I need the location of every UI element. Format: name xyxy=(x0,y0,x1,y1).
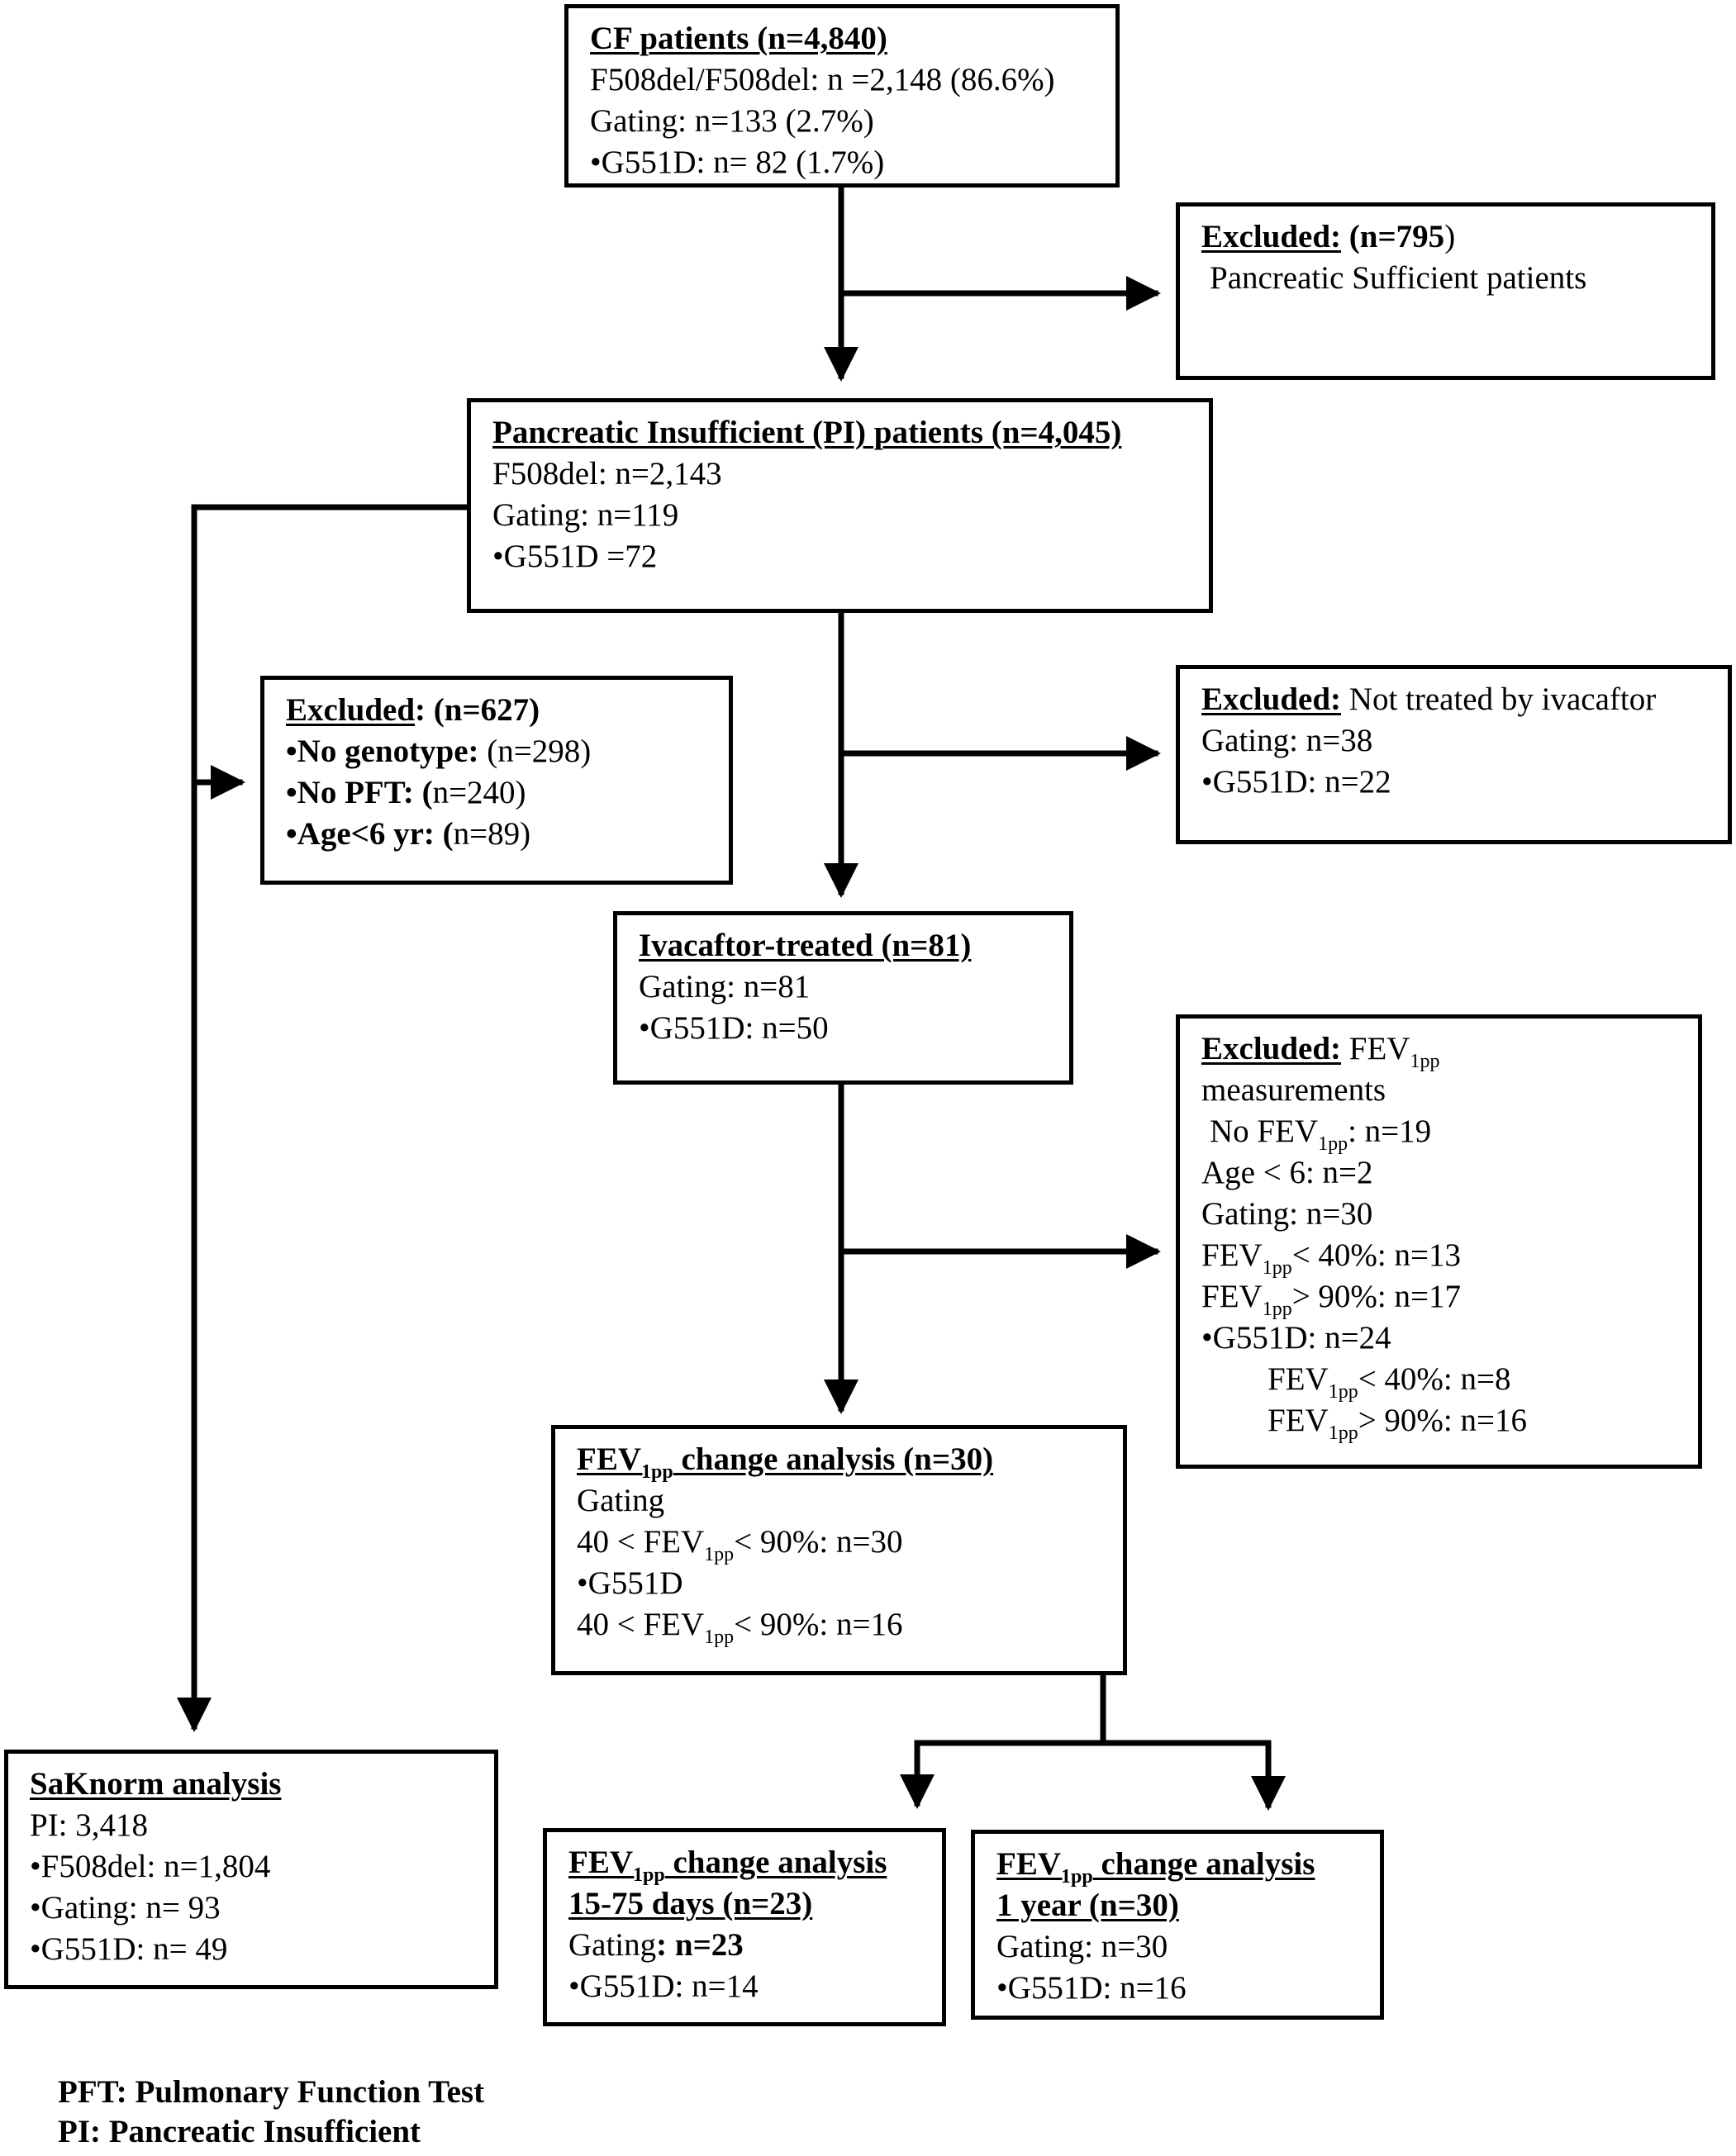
excluded-not-treated-g551d: •G551D: n=22 xyxy=(1201,764,1391,800)
no-fev-value: : n=19 xyxy=(1348,1114,1432,1149)
cf-patients-title: CF patients (n=4,840) xyxy=(590,21,887,56)
fev-change-title-rest: change analysis (n=30) xyxy=(673,1441,994,1477)
excluded-fev-sub: 1pp xyxy=(1410,1051,1440,1072)
footer-pi: PI: Pancreatic Insufficient xyxy=(58,2114,421,2149)
arrow-pi-to-saknorm xyxy=(177,504,468,1732)
fev-change-gating: Gating xyxy=(577,1483,665,1518)
fev-15-75-title-fev: FEV xyxy=(568,1845,633,1880)
fev-15-75-title-period: 15-75 days (n=23) xyxy=(568,1886,813,1921)
excluded-fev-gating: Gating: n=30 xyxy=(1201,1196,1373,1232)
excluded-795-paren: ) xyxy=(1444,219,1456,254)
fev-change-gating-range: 40 < FEV xyxy=(577,1524,705,1560)
fev-gt90-value: > 90%: n=17 xyxy=(1291,1279,1461,1314)
fev-change-g551d: •G551D xyxy=(577,1565,683,1601)
g551d-fev-gt90-sub: 1pp xyxy=(1328,1422,1358,1444)
excluded-fev-box: Excluded: FEV1pp measurements No FEV1pp:… xyxy=(1176,1014,1702,1469)
cf-patients-box: CF patients (n=4,840) F508del/F508del: n… xyxy=(564,4,1120,188)
g551d-fev-gt90-label: FEV xyxy=(1268,1403,1329,1438)
fev-15-75-gating-value: : n=23 xyxy=(656,1927,744,1963)
fev-1-year-gating: Gating: n=30 xyxy=(996,1929,1168,1964)
saknorm-f508del: •F508del: n=1,804 xyxy=(30,1849,271,1884)
fev-change-g551d-value: < 90%: n=16 xyxy=(734,1607,903,1642)
excluded-795-reason: Pancreatic Sufficient patients xyxy=(1210,260,1587,296)
no-fev-label: No FEV xyxy=(1210,1114,1319,1149)
fev-1-year-g551d: •G551D: n=16 xyxy=(996,1970,1187,2006)
no-genotype-value: (n=298) xyxy=(478,734,592,769)
cf-g551d: •G551D: n= 82 (1.7%) xyxy=(590,145,885,180)
pi-f508del: F508del: n=2,143 xyxy=(492,456,722,492)
fev-1-year-title-period: 1 year (n=30) xyxy=(996,1888,1179,1923)
no-genotype-label: •No genotype: xyxy=(286,734,479,769)
ivacaftor-gating: Gating: n=81 xyxy=(639,969,811,1004)
age-value: n=89) xyxy=(453,816,531,852)
pi-patients-box: Pancreatic Insufficient (PI) patients (n… xyxy=(467,398,1213,613)
fev-1-year-title-rest: change analysis xyxy=(1092,1846,1315,1882)
fev-15-75-title-sub: 1pp xyxy=(633,1864,665,1886)
excluded-fev-age: Age < 6: n=2 xyxy=(1201,1155,1373,1190)
excluded-fev-title: Excluded: xyxy=(1201,1031,1342,1066)
no-pft-value: n=240) xyxy=(432,775,526,810)
fev-change-g551d-range: 40 < FEV xyxy=(577,1607,705,1642)
excluded-fev-measurements: measurements xyxy=(1201,1072,1386,1108)
fev-15-75-g551d: •G551D: n=14 xyxy=(568,1968,759,2004)
pi-patients-title: Pancreatic Insufficient (PI) patients (n… xyxy=(492,415,1122,450)
fev-1-year-title-fev: FEV xyxy=(996,1846,1061,1882)
saknorm-pi: PI: 3,418 xyxy=(30,1807,149,1843)
saknorm-gating: •Gating: n= 93 xyxy=(30,1890,221,1926)
pi-g551d: •G551D =72 xyxy=(492,539,658,574)
pi-gating: Gating: n=119 xyxy=(492,497,679,533)
footer-pft: PFT: Pulmonary Function Test xyxy=(58,2074,485,2110)
excluded-not-treated-box: Excluded: Not treated by ivacaftor Gatin… xyxy=(1176,665,1732,844)
fev-lt40-label: FEV xyxy=(1201,1237,1263,1273)
excluded-627-count: : (n=627) xyxy=(415,692,540,728)
excluded-not-treated-title: Excluded: xyxy=(1201,681,1342,717)
fev-15-75-gating-label: Gating xyxy=(568,1927,657,1963)
saknorm-title: SaKnorm analysis xyxy=(30,1766,282,1802)
age-label: •Age<6 yr: ( xyxy=(286,816,454,852)
fev-gt90-label: FEV xyxy=(1201,1279,1263,1314)
fev-change-title-sub: 1pp xyxy=(641,1461,673,1483)
fev-lt40-sub: 1pp xyxy=(1262,1257,1292,1279)
g551d-fev-lt40-label: FEV xyxy=(1268,1361,1329,1397)
g551d-fev-lt40-sub: 1pp xyxy=(1328,1381,1358,1403)
excluded-not-treated-gating: Gating: n=38 xyxy=(1201,723,1373,758)
cf-gating: Gating: n=133 (2.7%) xyxy=(590,103,874,139)
excluded-795-title: Excluded: xyxy=(1201,219,1342,254)
excluded-fev-label: FEV xyxy=(1341,1031,1410,1066)
excluded-not-treated-reason: Not treated by ivacaftor xyxy=(1341,681,1657,717)
fev-lt40-value: < 40%: n=13 xyxy=(1291,1237,1461,1273)
fev-change-title-fev: FEV xyxy=(577,1441,641,1477)
g551d-fev-gt90-value: > 90%: n=16 xyxy=(1358,1403,1527,1438)
saknorm-g551d: •G551D: n= 49 xyxy=(30,1931,228,1967)
no-pft-label: •No PFT: ( xyxy=(286,775,433,810)
fev-gt90-sub: 1pp xyxy=(1262,1299,1292,1320)
ivacaftor-treated-title: Ivacaftor-treated (n=81) xyxy=(639,928,972,963)
fev-15-75-title-rest: change analysis xyxy=(664,1845,887,1880)
cf-f508del: F508del/F508del: n =2,148 (86.6%) xyxy=(590,62,1055,97)
ivacaftor-g551d: •G551D: n=50 xyxy=(639,1010,829,1046)
fev-change-gating-sub: 1pp xyxy=(704,1544,735,1565)
ivacaftor-treated-box: Ivacaftor-treated (n=81) Gating: n=81 •G… xyxy=(613,911,1073,1085)
arrow-to-fev-1-year xyxy=(1100,1740,1286,1811)
fev-1-year-title-sub: 1pp xyxy=(1061,1866,1093,1888)
no-fev-sub: 1pp xyxy=(1318,1133,1348,1155)
fev-15-75-days-box: FEV1pp change analysis 15-75 days (n=23)… xyxy=(543,1828,946,2026)
fev-1-year-box: FEV1pp change analysis 1 year (n=30) Gat… xyxy=(971,1830,1384,2020)
excluded-795-count: (n=795 xyxy=(1341,219,1445,254)
excluded-627-title: Excluded xyxy=(286,692,416,728)
excluded-795-box: Excluded: (n=795) Pancreatic Sufficient … xyxy=(1176,202,1715,380)
excluded-627-box: Excluded: (n=627) •No genotype: (n=298) … xyxy=(260,676,733,885)
g551d-fev-lt40-value: < 40%: n=8 xyxy=(1358,1361,1511,1397)
fev-change-analysis-box: FEV1pp change analysis (n=30) Gating 40 … xyxy=(551,1425,1127,1675)
arrow-fev-split xyxy=(914,1672,1106,1746)
excluded-fev-g551d: •G551D: n=24 xyxy=(1201,1320,1391,1356)
fev-change-gating-value: < 90%: n=30 xyxy=(734,1524,903,1560)
fev-change-g551d-sub: 1pp xyxy=(704,1626,735,1648)
saknorm-analysis-box: SaKnorm analysis PI: 3,418 •F508del: n=1… xyxy=(4,1750,498,1989)
